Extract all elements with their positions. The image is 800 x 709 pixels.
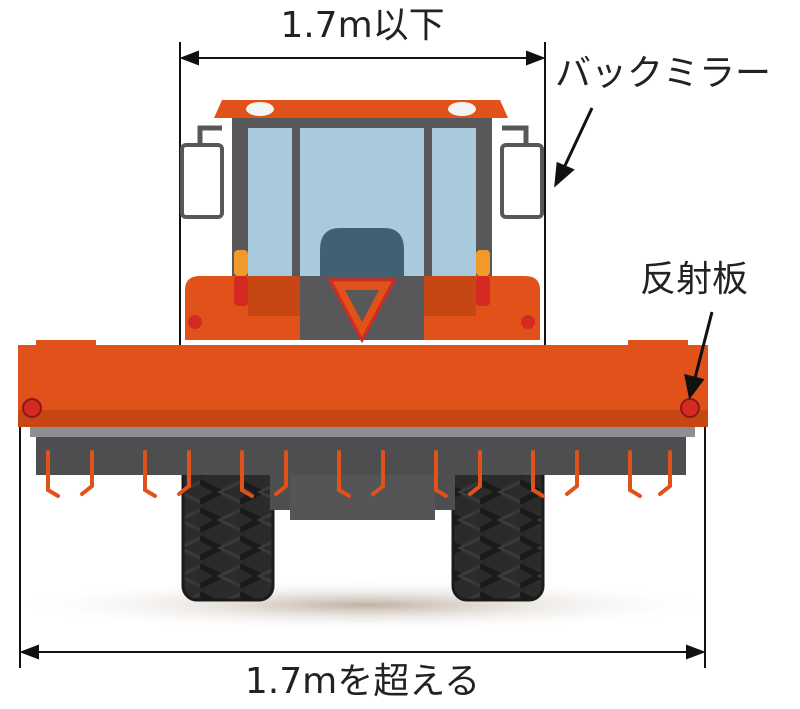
- rotor-bar: [30, 427, 695, 437]
- left-tire: [181, 453, 275, 602]
- right-body-reflector: [521, 315, 535, 329]
- roof-light-left: [246, 102, 274, 116]
- right-tire: [451, 453, 545, 602]
- cab-glass-right: [432, 128, 476, 278]
- implement-top-lip-right: [628, 340, 688, 348]
- left-reflector: [22, 398, 42, 418]
- mirror-label: バックミラー: [555, 53, 772, 94]
- implement-shade: [18, 410, 708, 427]
- bottom-dimension-line: [19, 360, 706, 668]
- right-tail-lamp: [476, 276, 490, 306]
- slow-vehicle-triangle: [327, 278, 397, 344]
- reflector-label: 反射板: [640, 259, 749, 300]
- right-mirror: [500, 125, 544, 219]
- roof-light-right: [448, 102, 476, 116]
- left-mirror: [180, 125, 224, 219]
- reflector-arrow: [684, 311, 714, 400]
- implement-top-lip-left: [36, 340, 96, 348]
- cab-glass-left: [248, 128, 292, 278]
- right-fender-dark: [424, 276, 476, 316]
- left-amber-lamp: [234, 250, 248, 276]
- cab-roof: [214, 100, 508, 118]
- right-reflector: [680, 398, 700, 418]
- seat: [320, 228, 404, 282]
- right-amber-lamp: [476, 250, 490, 276]
- bottom-width-label: 1.7mを超える: [244, 661, 481, 702]
- ground-shadow: [5, 579, 725, 631]
- rotor-housing: [36, 437, 686, 475]
- mirror-arrow: [554, 107, 594, 188]
- top-width-label: 1.7m以下: [280, 5, 445, 46]
- tines: [46, 450, 672, 498]
- left-tail-lamp: [234, 276, 248, 306]
- left-fender-dark: [248, 276, 300, 316]
- left-body-reflector: [188, 315, 202, 329]
